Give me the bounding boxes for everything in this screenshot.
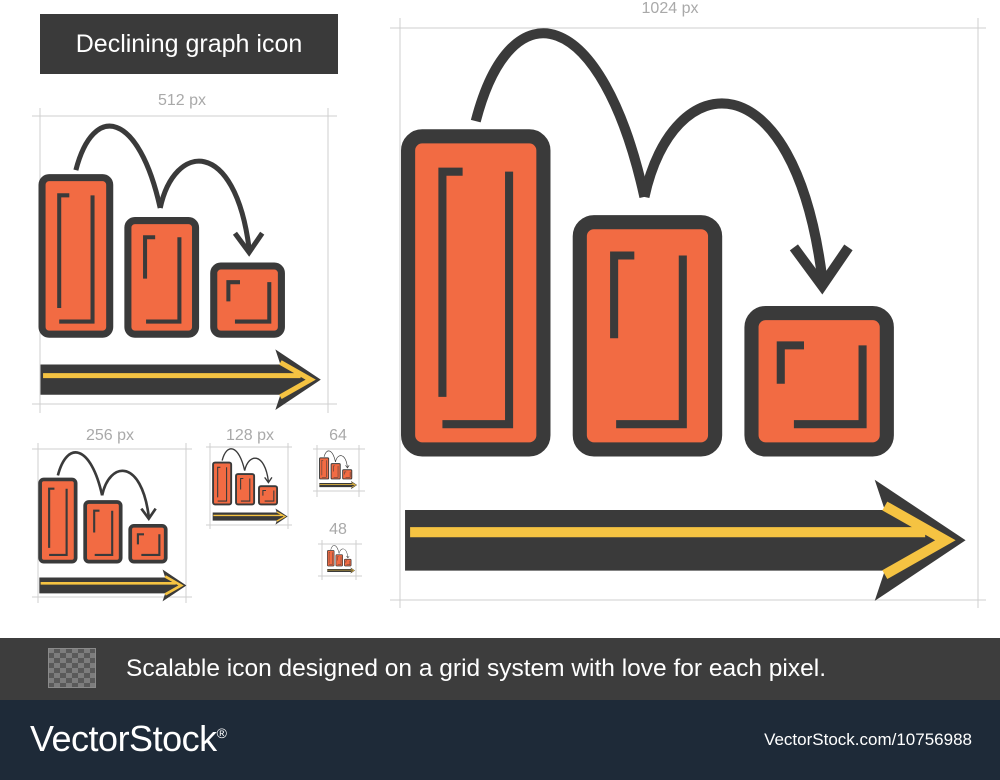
size-label-128: 128 px xyxy=(225,427,275,444)
icon-preview-512 xyxy=(32,108,337,413)
pixel-grid-icon xyxy=(48,648,96,688)
icon-preview-48 xyxy=(318,540,362,580)
brand-bar: VectorStock® VectorStock.com/10756988 xyxy=(0,700,1000,780)
vectorstock-logo[interactable]: VectorStock® xyxy=(30,718,227,760)
icon-preview-1024 xyxy=(390,18,986,608)
icon-preview-256 xyxy=(32,443,192,603)
image-id-link[interactable]: VectorStock.com/10756988 xyxy=(764,730,972,749)
footer-bar: Scalable icon designed on a grid system … xyxy=(0,638,1000,700)
size-label-512: 512 px xyxy=(157,92,207,109)
footer-tagline: Scalable icon designed on a grid system … xyxy=(126,655,826,682)
size-label-1024: 1024 px xyxy=(641,0,699,17)
declining-graph-icon xyxy=(405,33,966,601)
registered-mark: ® xyxy=(216,725,227,741)
size-label-64: 64 xyxy=(329,427,347,444)
icon-preview-64 xyxy=(313,445,365,497)
page-title: Declining graph icon xyxy=(40,14,338,74)
brand-name: VectorStock xyxy=(30,718,217,759)
size-label-256: 256 px xyxy=(85,427,135,444)
size-label-48: 48 xyxy=(329,521,347,538)
icon-preview-128 xyxy=(206,443,292,529)
